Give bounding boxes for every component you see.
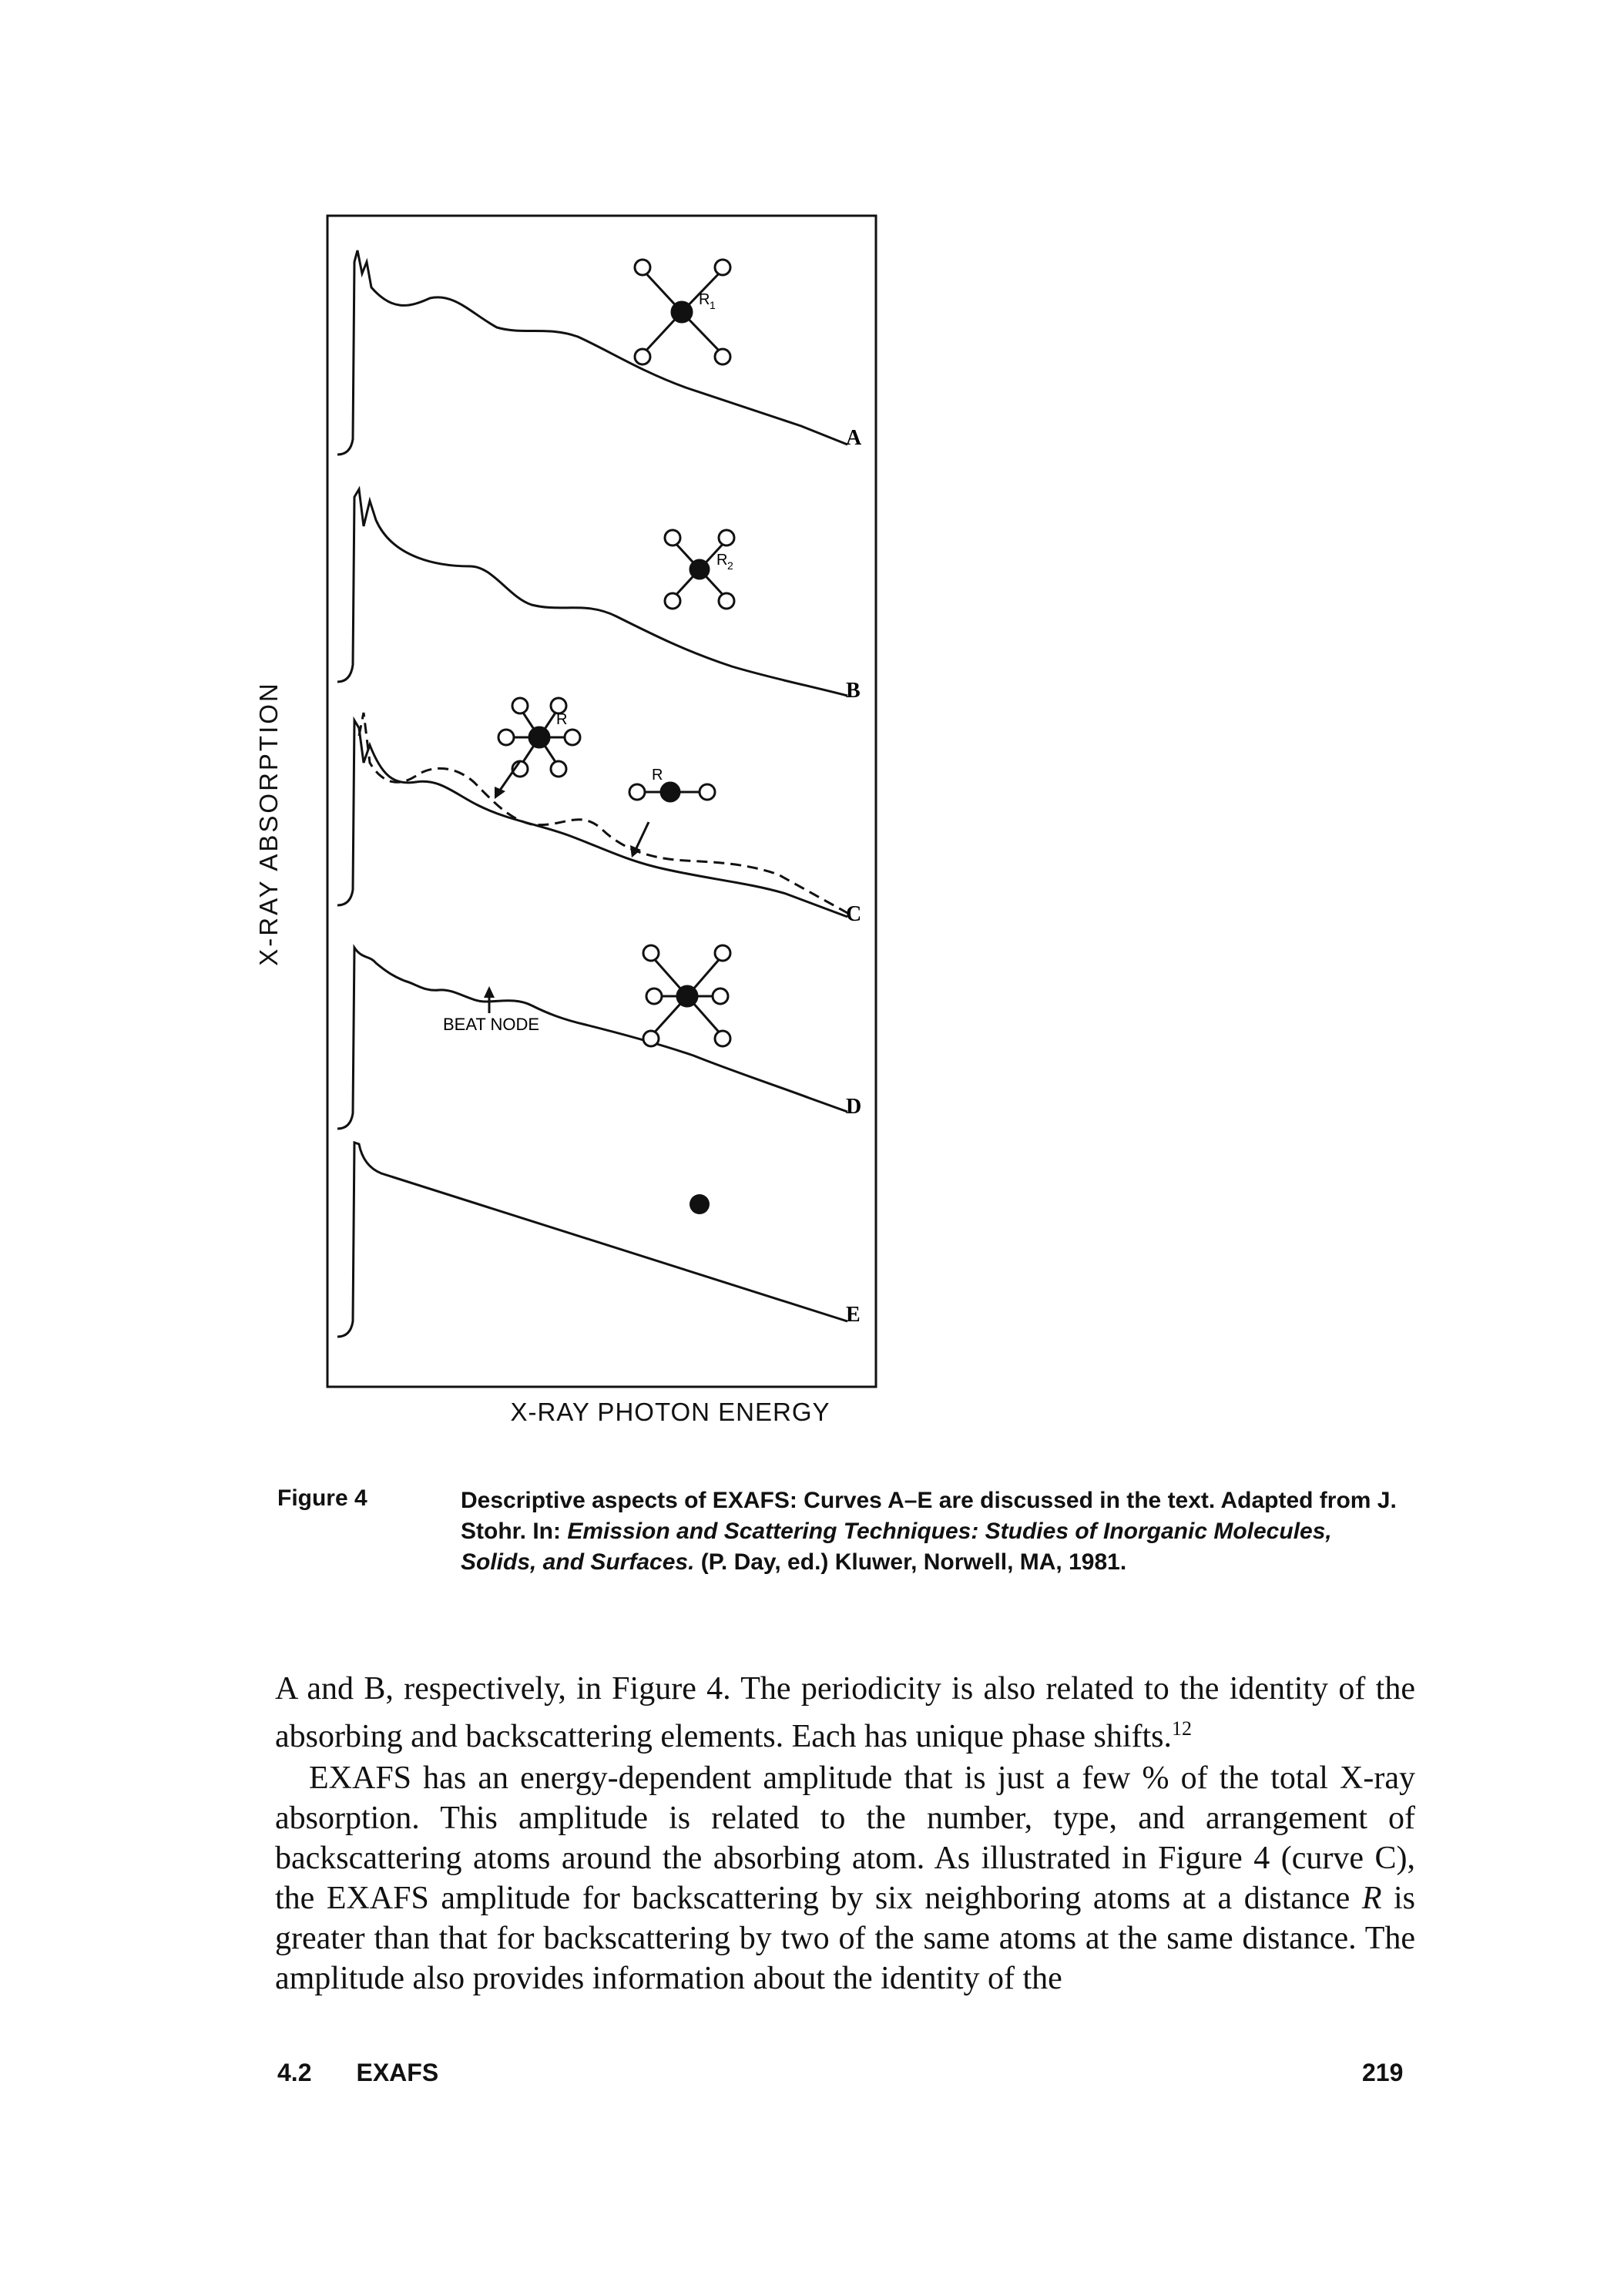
curve-c-two-neighbors [357,712,848,915]
arrow-to-dashed-curve [634,821,650,851]
r1-subscript: 1 [710,299,716,311]
molecule-a-icon [633,258,732,366]
x-axis-label: X-RAY PHOTON ENERGY [510,1398,830,1426]
r-two-label: R [652,767,663,784]
curve-b [337,485,848,697]
molecule-e-icon [690,1194,710,1214]
body-text: A and B, respectively, in Figure 4. The … [275,1669,1415,1999]
paragraph-2: EXAFS has an energy-dependent amplitude … [275,1758,1415,1999]
curve-label-b: B [846,679,861,703]
exafs-figure: A B C D E R 1 R [254,196,924,1414]
variable-r: R [1361,1881,1382,1916]
section-title: EXAFS [356,2059,439,2086]
figure-caption: Descriptive aspects of EXAFS: Curves A–E… [461,1485,1401,1578]
y-axis-label: X-RAY ABSORPTION [254,681,283,966]
beat-node-label: BEAT NODE [443,1015,539,1034]
curve-d [337,944,848,1130]
r2-subscript: 2 [727,559,733,572]
curve-c-six-neighbors [337,716,848,918]
beat-node-arrow-head [484,986,495,998]
curve-label-a: A [846,426,862,450]
caption-label: Figure 4 [277,1485,367,1511]
caption-text-1: Descriptive aspects of EXAFS: Curves A–E… [461,1488,1397,1544]
curve-label-e: E [846,1303,861,1327]
r-six-label: R [556,711,567,728]
paragraph-2-text-b: is greater than that for backscattering … [275,1881,1416,1996]
paragraph-2-text-a: EXAFS has an energy-dependent amplitude … [275,1760,1415,1916]
paragraph-1: A and B, respectively, in Figure 4. The … [275,1669,1415,1757]
r1-label: R [699,291,710,308]
footer-section: 4.2 EXAFS [277,2059,438,2087]
reference-12: 12 [1171,1717,1192,1740]
plot-frame [326,214,877,1388]
arrow-to-solid-curve [498,760,522,792]
molecule-b-icon [663,529,736,610]
curve-a [337,250,848,456]
molecule-d-icon [642,944,732,1048]
section-number: 4.2 [277,2059,312,2086]
molecule-c-six-icon [497,696,582,778]
curve-label-d: D [846,1095,861,1119]
arrow-head-1 [495,787,505,799]
molecule-c-two-icon [628,781,716,803]
caption-book-title: Emission and Scattering Techniques: Stud… [461,1519,1332,1575]
caption-text-2: (P. Day, ed.) Kluwer, Norwell, MA, 1981. [694,1549,1127,1575]
paragraph-1-text: A and B, respectively, in Figure 4. The … [275,1671,1415,1754]
arrow-head-2 [630,845,641,858]
curve-e [337,1140,848,1338]
curve-label-c: C [846,902,861,926]
r2-label: R [716,552,727,569]
page-number: 219 [1362,2059,1404,2086]
figure-plot: A B C D E R 1 R [326,214,877,1388]
